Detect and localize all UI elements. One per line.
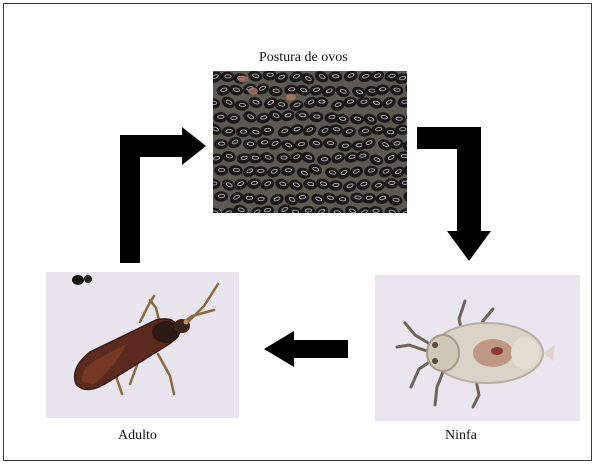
- arrow-right-icon: [116, 127, 208, 263]
- arrow-down-icon: [417, 127, 493, 263]
- adult-photo: [46, 272, 239, 418]
- adult-stage-label: Adulto: [118, 428, 157, 444]
- nymph-stage-label: Ninfa: [445, 428, 477, 444]
- eggs-photo: [213, 71, 407, 213]
- eggs-stage-label: Postura de ovos: [259, 50, 348, 66]
- debris-specks: [68, 270, 98, 290]
- nymph-photo: [375, 275, 580, 421]
- diagram-frame: Postura de ovos Ninfa: [3, 3, 592, 461]
- arrow-left-icon: [264, 331, 348, 367]
